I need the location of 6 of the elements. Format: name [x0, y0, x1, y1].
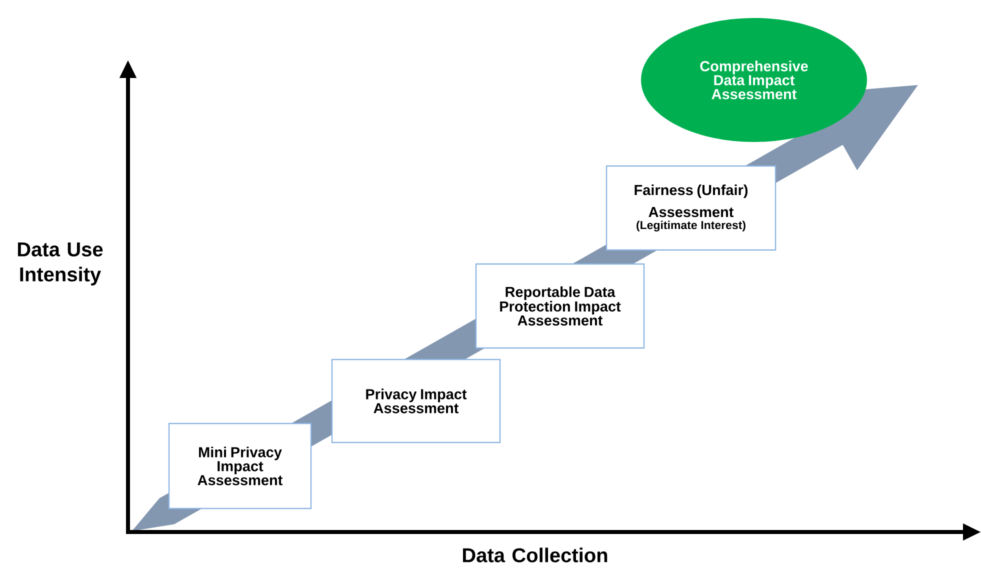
y-axis-label: Data Use Intensity [18, 242, 103, 286]
assessment-box: Fairness (Unfair) Assessment (Legitimate Interest) [606, 165, 776, 251]
assessment-box: Reportable Data Protection Impact Assessment [475, 263, 645, 349]
x-axis-label: Data Collection [463, 548, 608, 562]
assessment-box: Privacy Impact Assessment [331, 358, 501, 444]
assessment-box: Mini Privacy Impact Assessment [168, 422, 312, 510]
